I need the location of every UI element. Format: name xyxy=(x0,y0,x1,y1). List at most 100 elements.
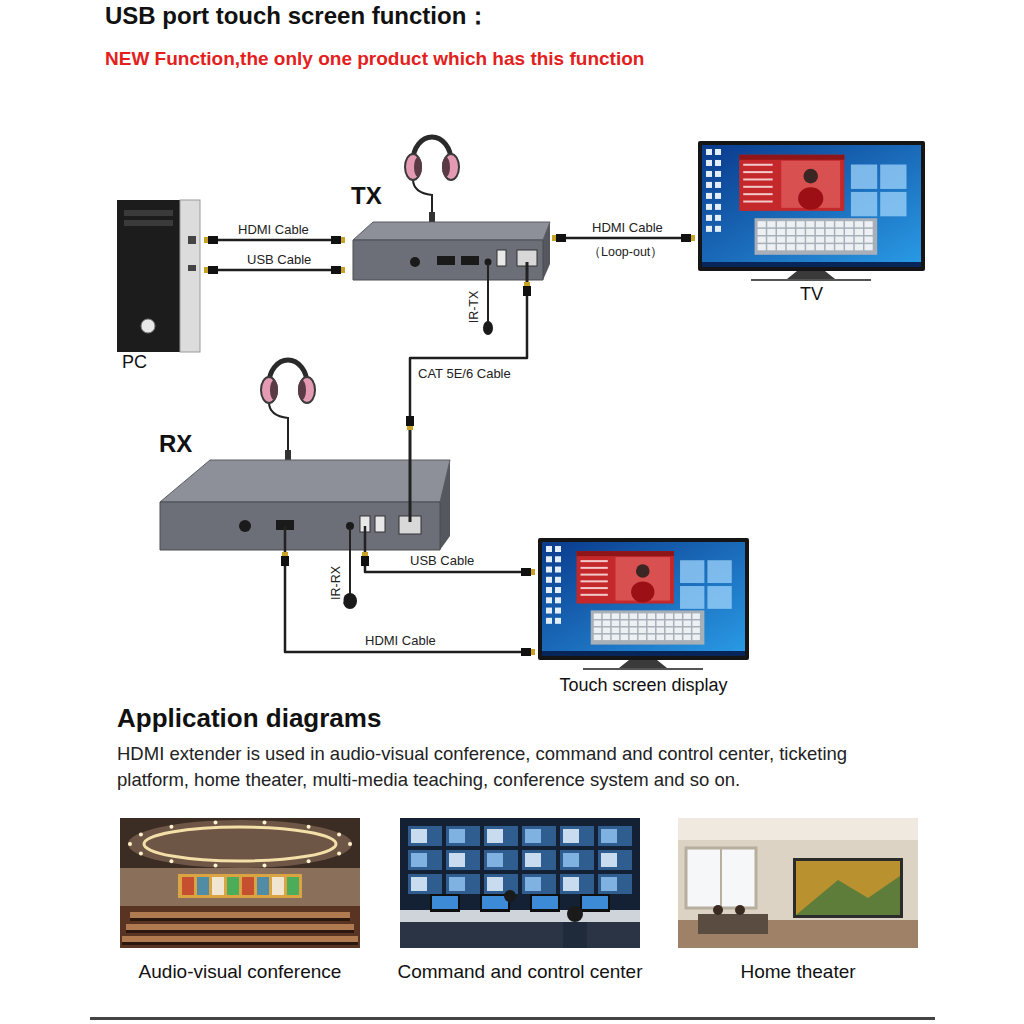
key xyxy=(767,244,775,250)
key xyxy=(855,221,863,227)
video-tile xyxy=(242,877,254,895)
desk-screen xyxy=(432,896,458,909)
key xyxy=(826,237,834,243)
monitor xyxy=(598,850,632,870)
section-heading: Application diagrams xyxy=(117,703,381,734)
desktop-icon xyxy=(715,160,721,166)
wall xyxy=(120,868,360,906)
transmitter: TX xyxy=(345,182,552,282)
edge-label-anchor: USB Cable xyxy=(245,252,313,268)
page-title: USB port touch screen function： xyxy=(105,2,490,31)
monitor xyxy=(560,874,594,894)
key xyxy=(777,229,785,235)
monitor xyxy=(598,826,632,846)
key xyxy=(835,229,843,235)
ceiling-light xyxy=(214,863,218,867)
key xyxy=(648,628,655,634)
hdmi-port xyxy=(437,256,455,265)
edge-label-anchor: HDMI Cable xyxy=(236,222,311,238)
title-anchor: USB port touch screen function： xyxy=(105,2,490,31)
key xyxy=(796,237,804,243)
node-label: TV xyxy=(695,284,928,306)
key xyxy=(767,221,775,227)
key xyxy=(630,613,637,619)
key xyxy=(864,229,872,235)
key xyxy=(683,635,690,641)
key xyxy=(612,635,619,641)
conference-photo xyxy=(120,818,360,948)
chair-row xyxy=(130,918,350,921)
desktop-icon xyxy=(546,577,552,583)
power-button xyxy=(141,319,155,333)
edge-label: USB Cable xyxy=(408,553,476,569)
monitor-picture xyxy=(525,853,541,867)
desktop-icon xyxy=(555,608,561,614)
monitor xyxy=(446,874,480,894)
monitor-picture xyxy=(601,877,617,891)
photo-caption: Command and control center xyxy=(380,961,660,984)
video-tile xyxy=(272,877,284,895)
key xyxy=(603,620,610,626)
logo-pane xyxy=(680,560,704,583)
desk-screen xyxy=(482,896,508,909)
device-side xyxy=(543,222,550,280)
label-anchor: Application diagrams xyxy=(117,703,381,734)
key xyxy=(758,221,766,227)
key xyxy=(845,237,853,243)
monitor-picture xyxy=(601,829,617,843)
key xyxy=(796,229,804,235)
desktop-icon xyxy=(546,618,552,624)
monitor xyxy=(446,826,480,846)
headphone-plug xyxy=(429,212,435,222)
key xyxy=(594,613,601,619)
monitor-picture xyxy=(563,853,579,867)
desk-front xyxy=(400,922,640,948)
ear-pad xyxy=(414,157,422,177)
figure-head xyxy=(803,169,818,184)
key xyxy=(777,244,785,250)
plug-tip xyxy=(204,237,208,243)
key xyxy=(648,635,655,641)
menu-line xyxy=(743,201,772,203)
key xyxy=(787,221,795,227)
key xyxy=(767,237,775,243)
person-head xyxy=(567,906,583,922)
window xyxy=(686,848,756,908)
key xyxy=(767,229,775,235)
ceiling-light xyxy=(337,832,341,836)
label-anchor: （Loop-out） xyxy=(588,245,663,260)
cable-stub xyxy=(487,264,489,282)
edge-label: HDMI Cable xyxy=(363,633,438,649)
pc-tower: PC xyxy=(112,198,204,378)
menu-line xyxy=(743,186,772,188)
menu-line xyxy=(581,560,608,562)
menu-line xyxy=(581,574,608,576)
touch-display: Touch screen display xyxy=(535,535,752,700)
monitor-picture xyxy=(449,853,465,867)
key xyxy=(826,229,834,235)
label-anchor: NEW Function,the only one product which … xyxy=(105,48,644,71)
key xyxy=(612,613,619,619)
key xyxy=(683,620,690,626)
key xyxy=(683,628,690,634)
key xyxy=(594,635,601,641)
plug-tip xyxy=(524,282,530,286)
monitor xyxy=(408,874,442,894)
port-note: （Loop-out） xyxy=(588,245,663,260)
control-center-photo xyxy=(400,818,640,948)
keyboard xyxy=(755,218,878,255)
desktop-icon xyxy=(555,556,561,562)
ear-cup xyxy=(405,154,421,180)
monitor-base xyxy=(751,279,871,281)
key xyxy=(639,628,646,634)
key xyxy=(864,221,872,227)
person-head xyxy=(713,905,723,915)
cable-stub xyxy=(284,526,287,552)
key xyxy=(787,237,795,243)
key xyxy=(603,628,610,634)
key xyxy=(674,628,681,634)
plug-tip xyxy=(691,235,695,241)
key xyxy=(816,221,824,227)
ear-cup xyxy=(261,377,277,403)
key xyxy=(603,613,610,619)
